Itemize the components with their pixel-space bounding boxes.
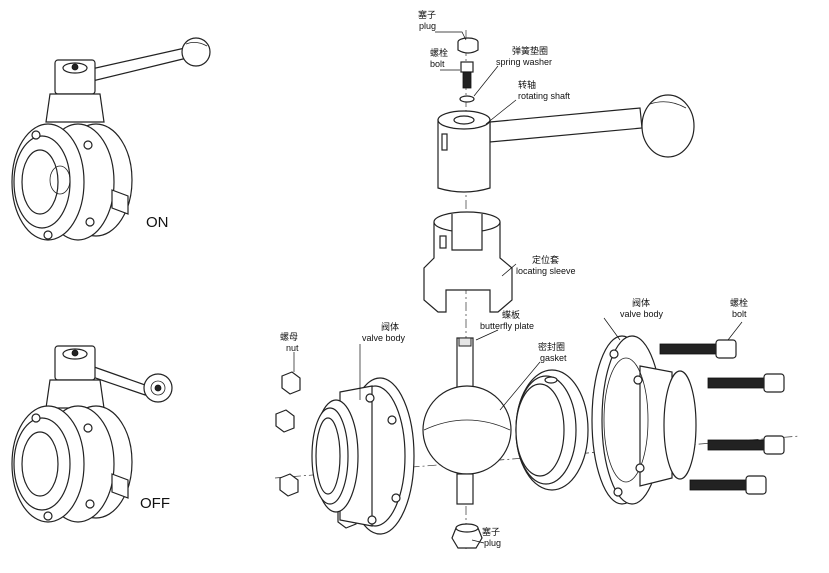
svg-text:弹簧垫圈: 弹簧垫圈 bbox=[512, 45, 548, 56]
svg-text:密封圈: 密封圈 bbox=[538, 341, 565, 352]
svg-text:gasket: gasket bbox=[540, 353, 567, 363]
butterfly-plate-part bbox=[422, 337, 512, 505]
assembled-valve-off bbox=[11, 345, 173, 523]
svg-text:spring washer: spring washer bbox=[496, 57, 552, 67]
state-on-label: ON bbox=[146, 214, 169, 231]
svg-text:螺栓: 螺栓 bbox=[430, 47, 448, 58]
svg-text:蝶板: 蝶板 bbox=[502, 309, 520, 320]
rotating-shaft-part bbox=[437, 94, 695, 193]
svg-text:rotating shaft: rotating shaft bbox=[518, 91, 571, 101]
svg-text:塞子: 塞子 bbox=[418, 9, 436, 20]
label-valve-body-left: 阀体 valve body bbox=[362, 321, 406, 343]
svg-text:定位套: 定位套 bbox=[532, 254, 559, 265]
svg-text:bolt: bolt bbox=[430, 59, 445, 69]
svg-text:valve body: valve body bbox=[620, 309, 664, 319]
leader-lines bbox=[293, 31, 743, 544]
label-bolt-right: 螺栓 bolt bbox=[730, 297, 748, 319]
svg-text:plug: plug bbox=[484, 538, 501, 548]
top-plug-part bbox=[457, 37, 479, 54]
svg-text:转轴: 转轴 bbox=[518, 79, 536, 90]
svg-text:butterfly plate: butterfly plate bbox=[480, 321, 534, 331]
svg-text:locating sleeve: locating sleeve bbox=[516, 266, 576, 276]
right-bolts-part bbox=[659, 339, 785, 495]
bottom-plug-part bbox=[451, 523, 483, 549]
label-gasket: 密封圈 gasket bbox=[538, 341, 567, 363]
label-plug-bottom: 塞子 plug bbox=[482, 526, 501, 548]
label-rotating-shaft: 转轴 rotating shaft bbox=[518, 79, 571, 101]
svg-text:nut: nut bbox=[286, 343, 299, 353]
svg-text:螺栓: 螺栓 bbox=[730, 297, 748, 308]
label-locating-sleeve: 定位套 locating sleeve bbox=[516, 254, 576, 276]
label-valve-body-right: 阀体 valve body bbox=[620, 297, 664, 319]
label-bolt-top: 螺栓 bolt bbox=[430, 47, 448, 69]
svg-text:valve body: valve body bbox=[362, 333, 406, 343]
label-butterfly-plate: 蝶板 butterfly plate bbox=[480, 309, 534, 331]
svg-text:bolt: bolt bbox=[732, 309, 747, 319]
svg-text:阀体: 阀体 bbox=[381, 321, 399, 332]
right-valve-body-part bbox=[591, 335, 697, 505]
label-spring-washer: 弹簧垫圈 spring washer bbox=[496, 45, 552, 67]
top-bolt-part bbox=[460, 61, 474, 89]
state-off-label: OFF bbox=[140, 495, 170, 512]
spring-washer-part bbox=[459, 95, 475, 103]
label-nut: 螺母 nut bbox=[280, 332, 299, 353]
svg-text:阀体: 阀体 bbox=[632, 297, 650, 308]
svg-text:塞子: 塞子 bbox=[482, 526, 500, 537]
left-valve-body-part bbox=[311, 377, 415, 535]
gasket-part bbox=[515, 369, 589, 491]
svg-text:plug: plug bbox=[419, 21, 436, 31]
locating-sleeve-part bbox=[423, 211, 513, 313]
svg-text:螺母: 螺母 bbox=[280, 332, 298, 342]
label-plug-top: 塞子 plug bbox=[418, 9, 436, 31]
assembled-valve-on bbox=[11, 37, 211, 241]
